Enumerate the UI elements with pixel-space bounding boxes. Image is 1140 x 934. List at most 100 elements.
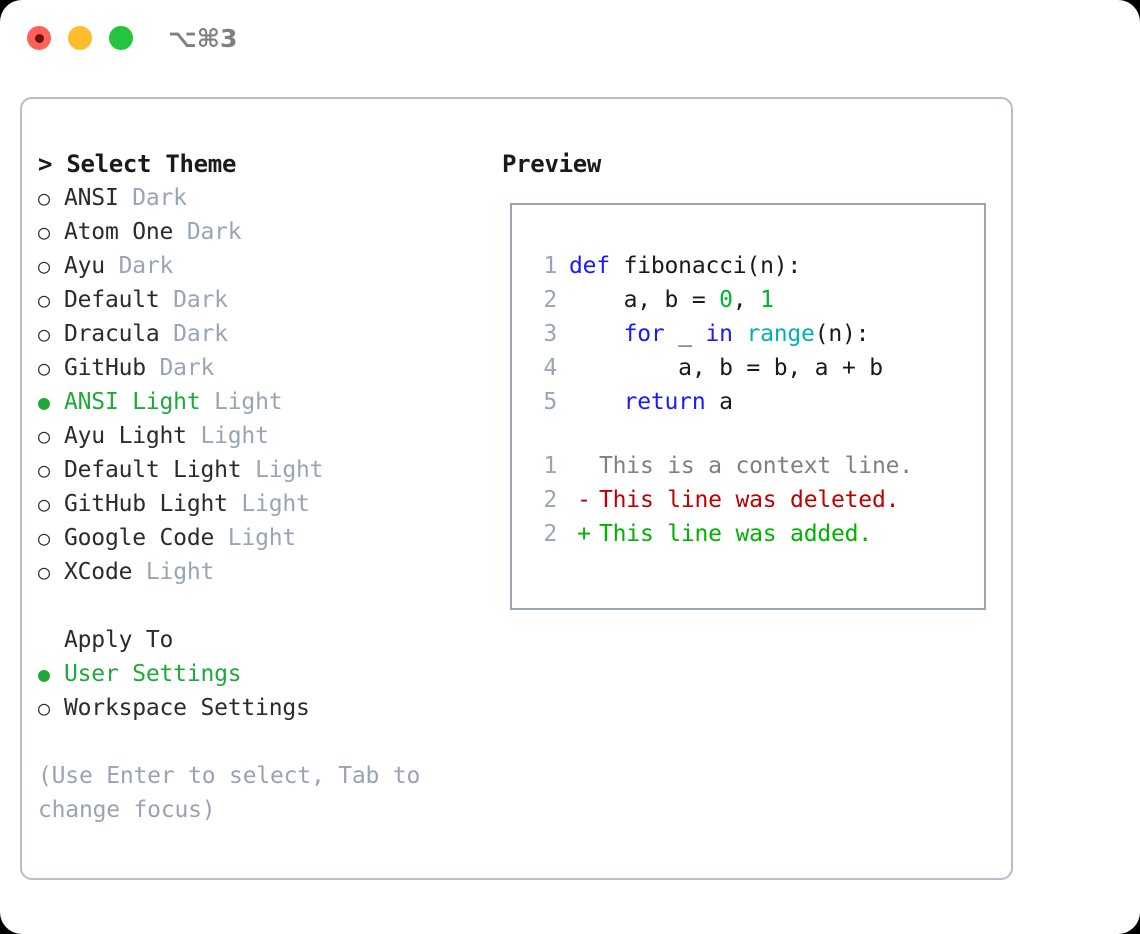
theme-option-github-light[interactable]: ○GitHub Light Light [38, 487, 488, 521]
close-window-button[interactable] [27, 26, 51, 50]
theme-variant-badge: Dark [118, 185, 187, 211]
theme-option-label: Ayu [64, 253, 105, 279]
line-number: 1 [543, 253, 557, 279]
line-number: 3 [543, 321, 557, 347]
code-token-num: 0 [719, 287, 733, 313]
theme-variant-badge: Dark [159, 321, 228, 347]
theme-option-github[interactable]: ○GitHub Dark [38, 351, 488, 385]
apply-to-option-label: Workspace Settings [64, 695, 310, 721]
theme-variant-badge: Light [227, 491, 310, 517]
theme-option-xcode[interactable]: ○XCode Light [38, 555, 488, 589]
code-line: 1 def fibonacci(n): [527, 249, 883, 283]
line-number: 4 [543, 355, 557, 381]
line-number: 5 [543, 389, 557, 415]
line-number: 2 [543, 287, 557, 313]
code-token-id: a, b = b, a + b [569, 355, 883, 381]
theme-option-label: ANSI Light [64, 389, 201, 415]
diff-line-text: This line was added. [599, 521, 872, 547]
maximize-window-button[interactable] [109, 26, 133, 50]
theme-variant-badge: Dark [104, 253, 174, 279]
window-controls [27, 26, 133, 50]
radio-unselected-icon: ○ [38, 526, 50, 550]
diff-line: 2 + This line was added. [527, 517, 913, 551]
code-line: 5 return a [527, 385, 883, 419]
theme-option-label: Google Code [64, 525, 215, 551]
code-line: 3 for _ in range(n): [527, 317, 883, 351]
code-token-id [733, 321, 747, 347]
diff-marker: + [577, 521, 591, 547]
code-token-id [569, 321, 624, 347]
theme-option-default-light[interactable]: ○Default Light Light [38, 453, 488, 487]
theme-option-label: GitHub [64, 355, 146, 381]
radio-unselected-icon: ○ [38, 424, 50, 448]
code-token-kw: return [623, 389, 706, 415]
radio-unselected-icon: ○ [38, 254, 50, 278]
theme-variant-badge: Light [200, 389, 283, 415]
radio-unselected-icon: ○ [38, 458, 50, 482]
code-token-id: a, b = [569, 287, 720, 313]
radio-unselected-icon: ○ [38, 220, 50, 244]
radio-unselected-icon: ○ [38, 186, 50, 210]
radio-unselected-icon: ○ [38, 322, 50, 346]
theme-option-google-code[interactable]: ○ Google Code Light [38, 521, 488, 555]
code-line-text: for _ in range(n): [569, 317, 870, 351]
titlebar: ⌥⌘3 [0, 0, 1140, 78]
radio-selected-icon: ● [38, 662, 50, 686]
theme-variant-badge: Dark [159, 287, 228, 313]
theme-option-label: Default [64, 287, 160, 313]
theme-option-dracula[interactable]: ○ Dracula Dark [38, 317, 488, 351]
code-token-num: 1 [760, 287, 774, 313]
keyboard-hint: (Use Enter to select, Tab to change focu… [38, 763, 421, 823]
apply-to-option-user-settings[interactable]: ●User Settings [38, 657, 488, 691]
line-number: 1 [543, 453, 557, 479]
page-title: > Select Theme [38, 147, 488, 181]
theme-option-default[interactable]: ○Default Dark [38, 283, 488, 317]
apply-to-header: Apply To [64, 627, 174, 653]
diff-line: 2-This line was deleted. [527, 483, 913, 517]
prompt-caret: > [38, 150, 67, 178]
theme-option-ansi[interactable]: ○ANSI Dark [38, 181, 488, 215]
code-token-id: _ [664, 321, 706, 347]
code-token-id: (n): [814, 321, 870, 347]
theme-option-ansi-light[interactable]: ●ANSI Light Light [38, 385, 488, 419]
code-token-kw: def [569, 253, 624, 279]
code-line: 4 a, b = b, a + b [527, 351, 883, 385]
theme-option-label: Default Light [64, 457, 242, 483]
minimize-window-button[interactable] [68, 26, 92, 50]
theme-list: ○ANSI Dark○Atom One Dark○Ayu Dark○Defaul… [38, 181, 488, 589]
theme-option-ayu[interactable]: ○ Ayu Dark [38, 249, 488, 283]
code-token-id: fibonacci(n): [623, 253, 802, 279]
code-token-id: , [732, 287, 761, 313]
theme-variant-badge: Light [214, 525, 297, 551]
radio-unselected-icon: ○ [38, 696, 50, 720]
page-title-text: Select Theme [66, 150, 237, 178]
line-number: 2 [543, 487, 557, 513]
theme-option-label: Dracula [64, 321, 160, 347]
theme-option-atom-one[interactable]: ○Atom One Dark [38, 215, 488, 249]
theme-variant-badge: Dark [173, 219, 242, 245]
diff-sample: 1 This is a context line.2-This line was… [527, 449, 913, 551]
theme-variant-badge: Light [132, 559, 215, 585]
main-panel: > Select Theme ○ANSI Dark○Atom One Dark○… [20, 97, 1013, 880]
radio-unselected-icon: ○ [38, 492, 50, 516]
diff-marker: - [577, 487, 591, 513]
code-token-id: a [705, 389, 733, 415]
preview-title: Preview [502, 150, 602, 178]
apply-to-option-workspace-settings[interactable]: ○ Workspace Settings [38, 691, 488, 725]
code-token-id [569, 389, 624, 415]
code-line-text: def fibonacci(n): [569, 249, 801, 283]
theme-variant-badge: Light [186, 423, 269, 449]
theme-option-ayu-light[interactable]: ○ Ayu Light Light [38, 419, 488, 453]
diff-marker [569, 449, 599, 483]
theme-variant-badge: Dark [145, 355, 215, 381]
code-line: 2 a, b = 0, 1 [527, 283, 883, 317]
code-line-text: a, b = 0, 1 [569, 283, 774, 317]
diff-line-text: This line was deleted. [599, 487, 900, 513]
theme-option-label: Ayu Light [64, 423, 187, 449]
code-token-fn: range [746, 321, 815, 347]
line-number: 2 [543, 521, 557, 547]
